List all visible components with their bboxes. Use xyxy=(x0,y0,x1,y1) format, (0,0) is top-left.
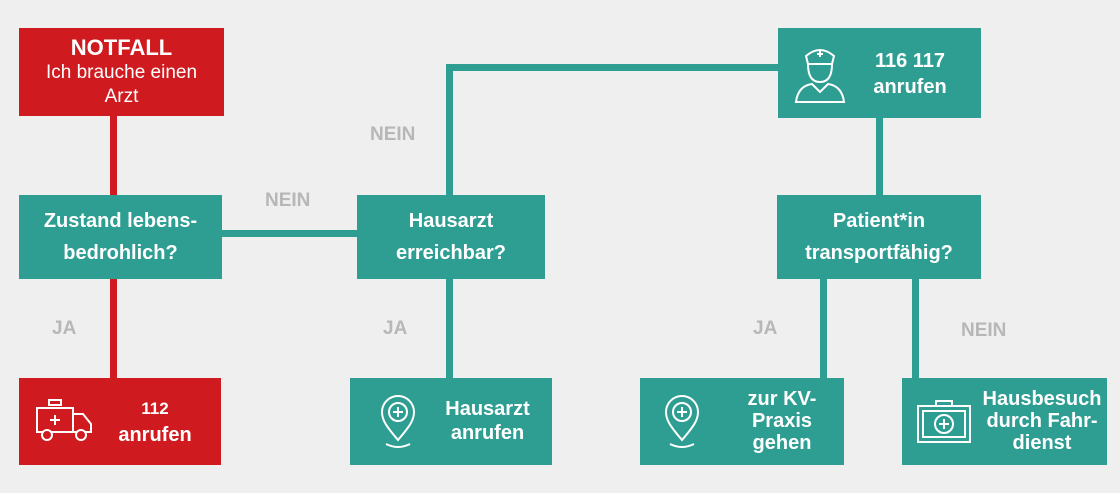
connector-hausarzt-up xyxy=(446,64,453,195)
hausarzt-anrufen-label: Hausarzt anrufen xyxy=(430,398,545,444)
notfall-subtitle-line1: Ich brauche einen xyxy=(45,62,198,83)
connector-patient-to-hausbesuch xyxy=(912,278,919,378)
kv-praxis-label: zur KV- Praxis gehen xyxy=(732,388,832,454)
connector-116117-to-patient xyxy=(876,117,883,195)
lebensbedrohlich-question: Zustand lebens- bedrohlich? xyxy=(19,195,222,279)
call-112-label: 112 anrufen xyxy=(105,398,205,446)
ambulance-icon xyxy=(36,399,92,441)
hausbesuch-line1: Hausbesuch xyxy=(982,388,1102,410)
notfall-node: NOTFALL Ich brauche einen Arzt xyxy=(19,28,224,116)
kv-praxis-line3: gehen xyxy=(752,432,812,454)
edge-label-nein-hausarzt: NEIN xyxy=(265,190,311,211)
call-112-line2: anrufen xyxy=(118,424,192,446)
notfall-title: NOTFALL xyxy=(70,35,173,60)
call-116117-node: 116 117 anrufen xyxy=(778,28,981,118)
connector-hausarzt-down xyxy=(446,278,453,378)
kv-praxis-node: zur KV- Praxis gehen xyxy=(640,378,844,465)
hausbesuch-label: Hausbesuch durch Fahr- dienst xyxy=(982,388,1102,454)
patient-transport-question: Patient*in transportfähig? xyxy=(777,195,981,279)
connector-lebens-to-hausarzt xyxy=(222,230,358,237)
patient-transport-line2: transportfähig? xyxy=(805,242,953,264)
lebensbedrohlich-line2: bedrohlich? xyxy=(63,242,178,264)
call-116117-label: 116 117 anrufen xyxy=(860,50,960,98)
call-112-line1: 112 xyxy=(141,399,169,418)
edge-label-ja-hausarzt: JA xyxy=(383,318,408,339)
connector-question-to-112 xyxy=(110,278,117,378)
hausarzt-anrufen-line2: anrufen xyxy=(450,422,525,444)
patient-transport-line1: Patient*in xyxy=(832,210,926,232)
hausbesuch-node: Hausbesuch durch Fahr- dienst xyxy=(902,378,1107,465)
hausbesuch-line3: dienst xyxy=(1012,432,1072,454)
call-116117-line1: 116 117 xyxy=(874,50,946,72)
hausbesuch-line2: durch Fahr- xyxy=(986,410,1098,432)
call-112-node: 112 anrufen xyxy=(19,378,221,465)
notfall-subtitle-line2: Arzt xyxy=(104,86,139,107)
medical-kit-icon xyxy=(917,400,971,443)
connector-notfall-to-question xyxy=(110,115,117,195)
kv-praxis-line2: Praxis xyxy=(751,410,813,432)
connector-top-horizontal xyxy=(446,64,780,71)
hausarzt-anrufen-node: Hausarzt anrufen xyxy=(350,378,552,465)
edge-label-nein-hausbesuch: NEIN xyxy=(961,320,1007,341)
hausarzt-erreichbar-question: Hausarzt erreichbar? xyxy=(357,195,545,279)
doctor-icon xyxy=(794,49,846,103)
hausarzt-erreichbar-line2: erreichbar? xyxy=(395,242,507,264)
edge-label-ja-112: JA xyxy=(52,318,77,339)
hausarzt-anrufen-line1: Hausarzt xyxy=(445,398,530,420)
connector-patient-to-kv xyxy=(820,278,827,378)
edge-label-ja-kv: JA xyxy=(753,318,778,339)
lebensbedrohlich-line1: Zustand lebens- xyxy=(43,210,198,232)
location-cross-icon xyxy=(380,395,416,448)
call-116117-line2: anrufen xyxy=(873,76,947,98)
edge-label-nein-116117: NEIN xyxy=(370,124,416,145)
location-cross-icon xyxy=(664,395,700,448)
hausarzt-erreichbar-line1: Hausarzt xyxy=(408,210,494,232)
kv-praxis-line1: zur KV- xyxy=(747,388,817,410)
